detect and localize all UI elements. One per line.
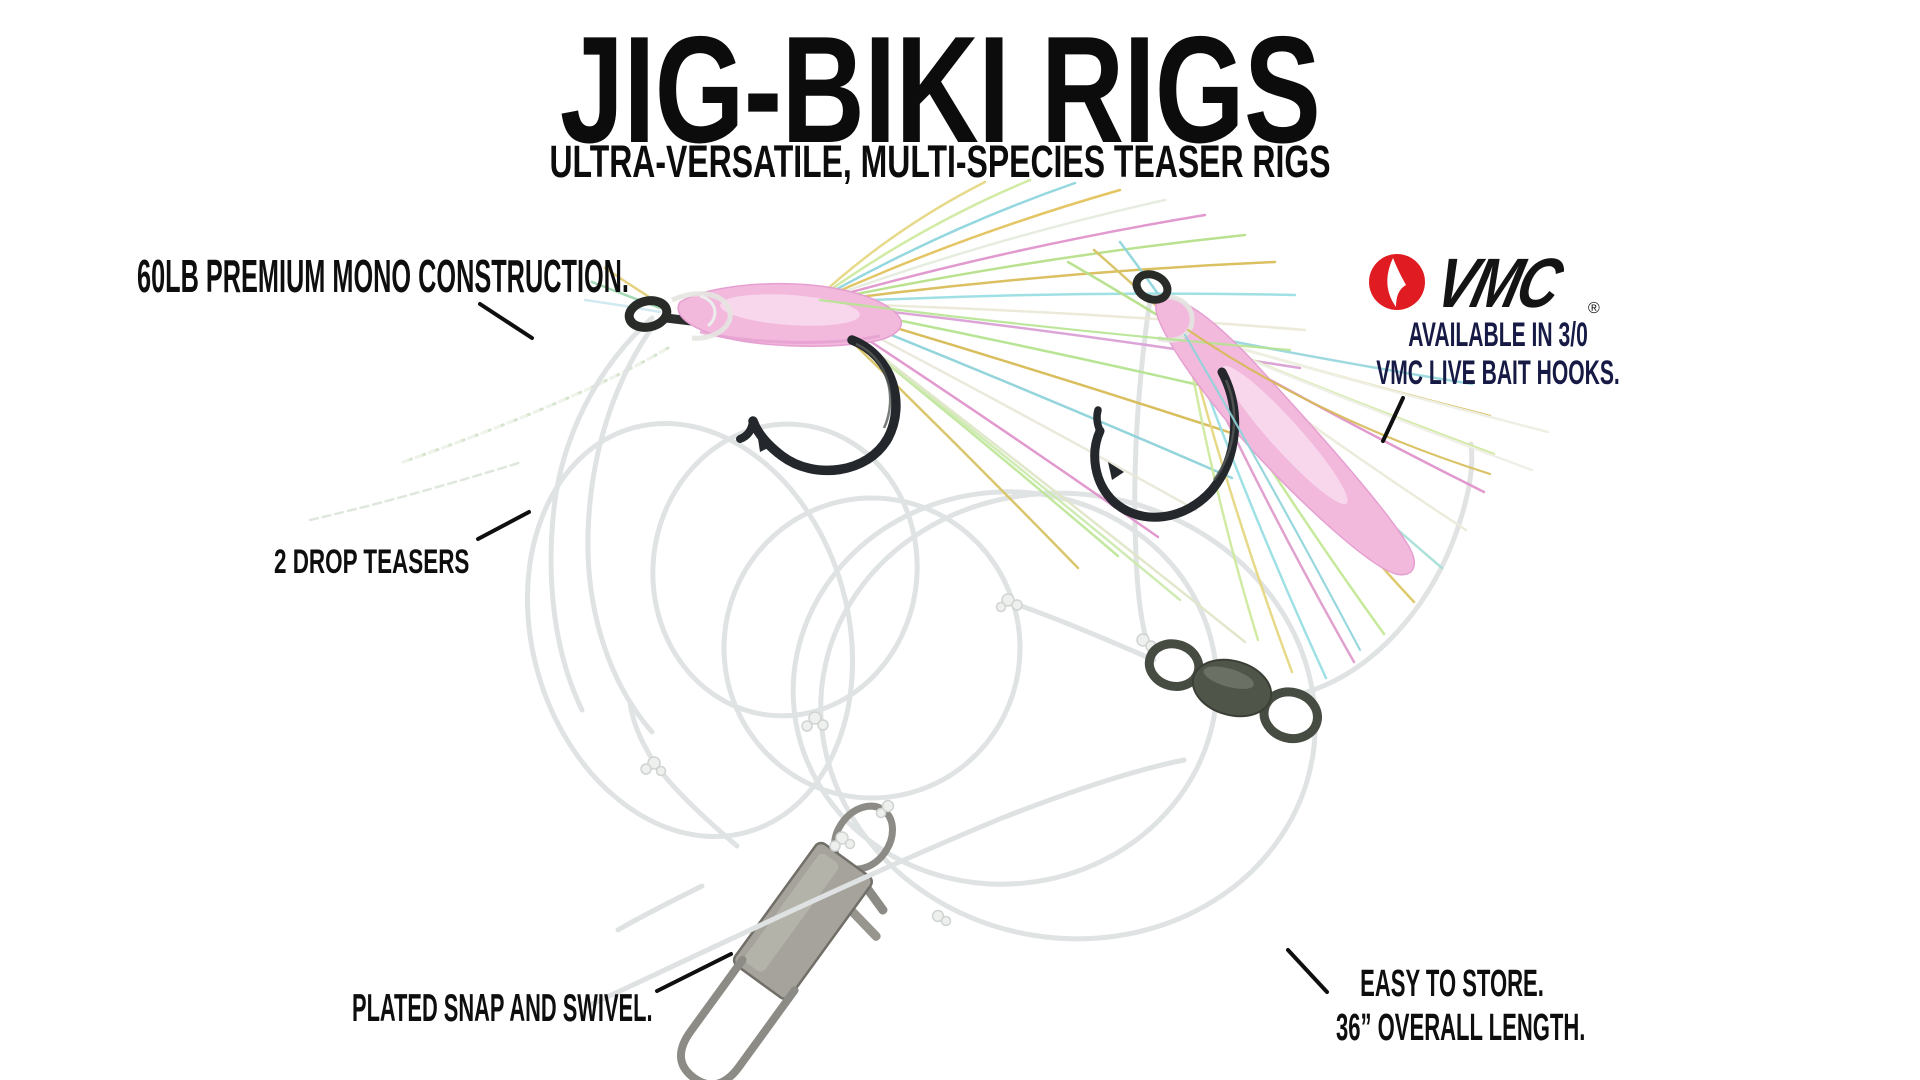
callout-label-snap: PLATED SNAP AND SWIVEL. [352, 987, 653, 1030]
vmc-logo: VMC ® [1369, 244, 1600, 322]
flash-tinsel-overlay [818, 298, 1492, 652]
brand-availability-line2: VMC LIVE BAIT HOOKS. [1376, 354, 1620, 393]
callout-line-hooks [1381, 396, 1405, 443]
mono-line-coils [524, 297, 1475, 942]
vmc-wordmark: VMC [1428, 244, 1571, 322]
snap-swivel [677, 802, 896, 1080]
callout-label-teasers: 2 DROP TEASERS [274, 543, 470, 581]
callout-line-store [1286, 948, 1329, 994]
callout-label-mono: 60LB PREMIUM MONO CONSTRUCTION. [137, 250, 629, 302]
page-title: JIG-BIKI RIGS [559, 5, 1321, 175]
vmc-hook-icon [1387, 258, 1406, 307]
teaser-hook-left [624, 296, 901, 476]
vmc-registered-mark: ® [1588, 300, 1600, 317]
teaser-body-right [1151, 294, 1415, 576]
teaser-hook-right [1090, 270, 1240, 522]
callout-line-teasers [476, 510, 531, 541]
mono-line-through-snap [585, 757, 1187, 1009]
line-knots [640, 593, 1157, 927]
callout-label-store-line2: 36” OVERALL LENGTH. [1336, 1006, 1586, 1049]
callout-label-store: EASY TO STORE. 36” OVERALL LENGTH. [1336, 963, 1586, 1050]
barrel-swivel [1144, 639, 1322, 744]
callout-line-snap [655, 952, 733, 993]
callout-line-mono [478, 302, 534, 340]
callout-lines [476, 302, 1405, 994]
mono-wisps [308, 346, 670, 522]
page-subtitle: ULTRA-VERSATILE, MULTI-SPECIES TEASER RI… [549, 136, 1331, 187]
flash-tinsel-left [583, 178, 1307, 644]
teaser-body-left [671, 282, 902, 347]
brand-availability-line1: AVAILABLE IN 3/0 [1408, 316, 1588, 354]
brand-availability-text: AVAILABLE IN 3/0 VMC LIVE BAIT HOOKS. [1362, 316, 1635, 392]
callout-label-store-line1: EASY TO STORE. [1360, 963, 1544, 1005]
